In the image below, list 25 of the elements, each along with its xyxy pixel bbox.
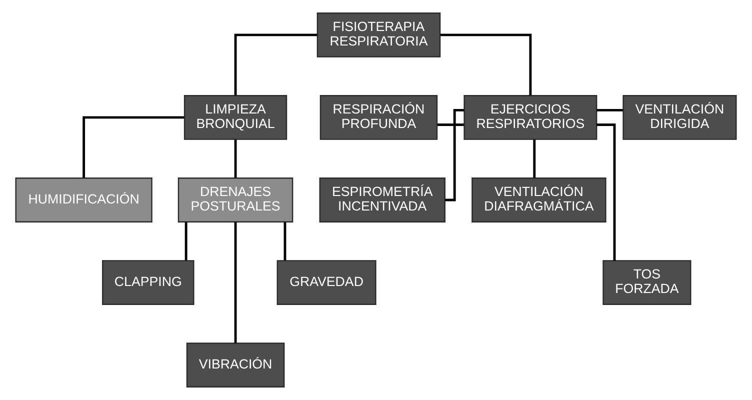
- node-box: GRAVEDAD: [276, 260, 376, 305]
- node-box: TOS FORZADA: [602, 260, 692, 305]
- connector: [437, 124, 464, 126]
- node-box: DRENAJES POSTURALES: [178, 178, 294, 222]
- node-box: RESPIRACIÓN PROFUNDA: [320, 95, 438, 140]
- connector: [184, 222, 188, 260]
- node-box: VIBRACIÓN: [186, 342, 285, 388]
- connector: [533, 140, 536, 178]
- connector: [234, 222, 237, 344]
- node-box: EJERCICIOS RESPIRATORIOS: [464, 95, 598, 140]
- connector: [596, 108, 623, 112]
- node-box: CLAPPING: [102, 260, 194, 305]
- node-box: HUMIDIFICACIÓN: [15, 178, 152, 222]
- connector: [234, 140, 237, 178]
- node-box: FISIOTERAPIA RESPIRATORIA: [316, 12, 441, 58]
- connector: [440, 34, 532, 96]
- node-box: VENTILACIÓN DIRIGIDA: [622, 95, 737, 140]
- connector: [596, 124, 616, 261]
- connector: [284, 222, 286, 260]
- connector: [234, 34, 318, 96]
- node-box: ESPIROMETRÍA INCENTIVADA: [319, 178, 446, 222]
- node-box: LIMPIEZA BRONQUIAL: [184, 95, 288, 140]
- connector: [445, 108, 464, 202]
- connector: [82, 116, 184, 178]
- node-box: VENTILACIÓN DIAFRAGMÁTICA: [472, 178, 606, 222]
